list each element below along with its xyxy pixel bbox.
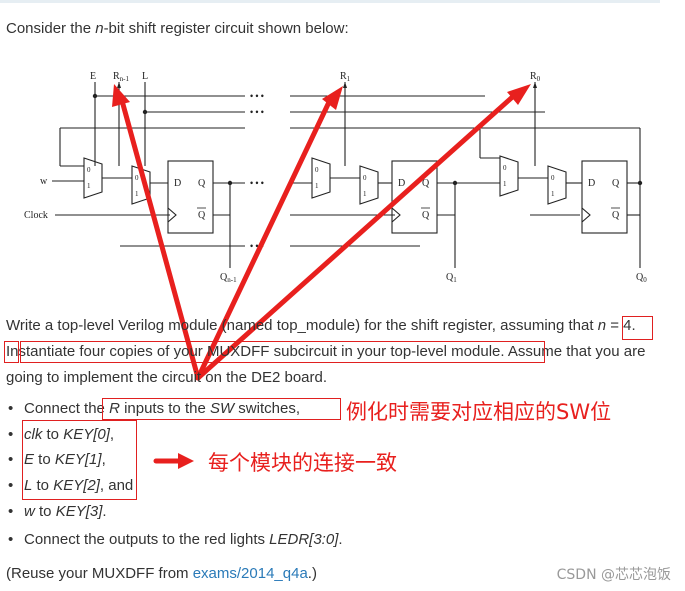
list-item: E to KEY[1], [8,447,343,473]
instruction-paragraph: Write a top-level Verilog module (named … [6,317,646,386]
highlight-n-equals-4-b [4,341,19,363]
highlight-key-group [22,420,137,500]
list-item: Connect the R inputs to the SW switches, [8,396,343,422]
mux-f0: 0 [551,174,555,182]
label-L: L [142,71,148,82]
label-Rn1: Rn-1 [113,71,130,83]
mux-c1: 1 [315,182,319,190]
mux-f1: 1 [551,190,555,198]
label-E: E [90,71,96,82]
dff-q-2: Q [422,178,430,189]
dff-d-1: D [174,178,181,189]
intro-text: Consider the n-bit shift register circui… [6,20,349,37]
dff-q-3: Q [612,178,620,189]
mux-d1: 1 [363,190,367,198]
annotation-same-connection-note: 每个模块的连接一致 [208,451,397,475]
list-item: w to KEY[3]. [8,499,343,525]
mux-e0: 0 [503,164,507,172]
mux-c0: 0 [315,166,319,174]
list-item: clk to KEY[0], [8,422,343,448]
dff-d-3: D [588,178,595,189]
mux-e1: 1 [503,180,507,188]
list-item: L to KEY[2], and [8,473,343,499]
highlight-r-inputs [102,398,341,420]
label-R1: R1 [340,71,351,83]
dff-qbar-2: Q [422,210,430,221]
dots-3: • • • [250,178,264,188]
label-w: w [40,176,48,187]
mux-a1: 1 [87,182,91,190]
mux-a0: 0 [87,166,91,174]
label-clock: Clock [24,210,48,221]
label-Q1: Q1 [446,272,457,284]
top-divider [0,0,660,3]
dots-2: • • • [250,107,264,117]
dff-qbar-1: Q [198,210,206,221]
label-Qn1: Qn-1 [220,272,237,284]
annotation-sw-note: 例化时需要对应相应的SW位 [346,400,612,424]
list-item: Connect the outputs to the red lights LE… [8,527,343,553]
connection-list: Connect the R inputs to the SW switches,… [6,396,343,552]
label-R0: R0 [530,71,541,83]
dff-qbar-3: Q [612,210,620,221]
dots-1: • • • [250,91,264,101]
dff-d-2: D [398,178,405,189]
mux-b0: 0 [135,174,139,182]
highlight-n-equals-4-a [622,316,653,340]
csdn-watermark: CSDN @芯芯泡饭 [556,567,671,583]
dff-q-1: Q [198,178,206,189]
mux-d0: 0 [363,174,367,182]
label-Q0: Q0 [636,272,647,284]
dots-4: • • • [250,241,264,251]
mux-b1: 1 [135,190,139,198]
exam-link[interactable]: exams/2014_q4a [192,565,308,582]
reuse-note: (Reuse your MUXDFF from exams/2014_q4a.) [6,565,317,582]
highlight-instantiate [20,341,545,363]
